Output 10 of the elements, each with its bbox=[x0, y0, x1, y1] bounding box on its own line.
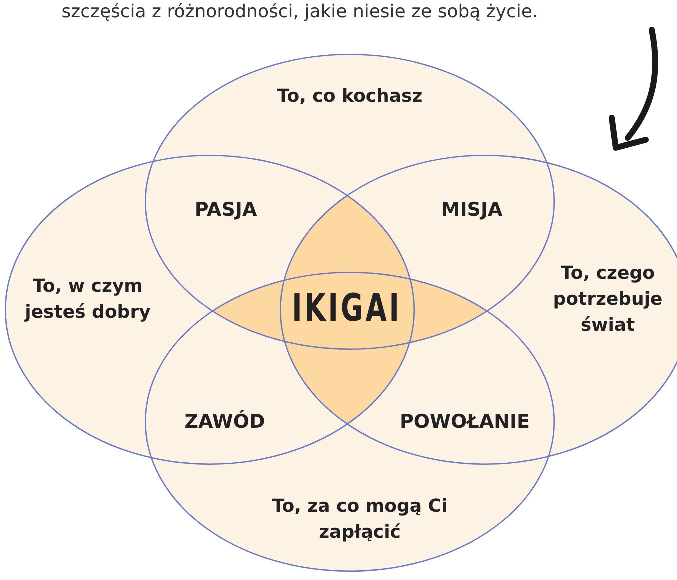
circle-label: To, za co mogą Ci zapłącić bbox=[271, 495, 449, 545]
circle-label: To, czego potrzebuje świat bbox=[552, 262, 664, 338]
circle-label: To, w czym jesteś dobry bbox=[24, 275, 152, 325]
region-label: MISJA bbox=[441, 199, 503, 221]
region-label: POWOŁANIE bbox=[400, 411, 530, 433]
region-label: ZAWÓD bbox=[184, 411, 266, 433]
center-title: IKIGAI bbox=[292, 286, 402, 330]
region-label: PASJA bbox=[194, 199, 258, 221]
intro-text: szczęścia z różnorodności, jakie niesie ze sobą życie. bbox=[62, 2, 538, 22]
circle-label: To, co kochasz bbox=[276, 85, 424, 109]
